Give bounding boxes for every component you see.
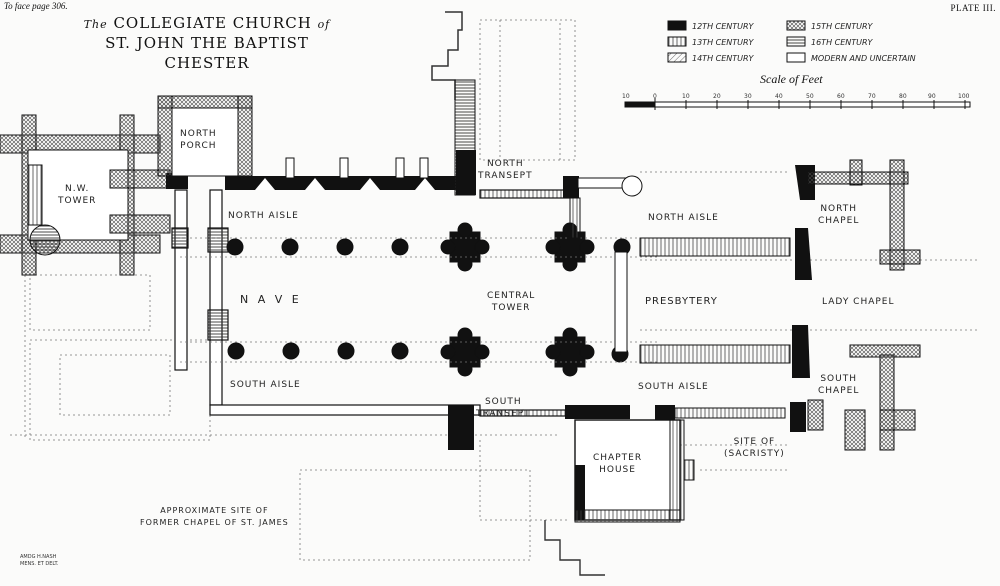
label-north-porch: NORTH PORCH <box>180 129 217 151</box>
scale-title: Scale of Feet <box>760 72 823 86</box>
label-presbytery: PRESBYTERY <box>645 296 718 307</box>
north-porch <box>157 95 253 177</box>
scale-tick: 20 <box>713 93 721 100</box>
chapter-house <box>544 419 695 576</box>
scale-tick: 10 <box>682 93 690 100</box>
crossing-walls <box>448 175 675 450</box>
north-stair-outline <box>431 11 463 100</box>
east-chapels <box>790 159 921 451</box>
legend-15th: 15TH CENTURY <box>811 22 873 31</box>
label-north-chapel: NORTH CHAPEL <box>818 204 860 226</box>
label-nw-tower: N.W. TOWER <box>58 184 97 206</box>
label-south-aisle-nave: SOUTH AISLE <box>230 380 301 390</box>
label-south-chapel: SOUTH CHAPEL <box>818 374 860 396</box>
nave-north-wall <box>225 79 476 196</box>
scale-tick: 70 <box>868 93 876 100</box>
scale-bar <box>624 98 971 110</box>
scale-tick: 50 <box>806 93 814 100</box>
scale-tick: 30 <box>744 93 752 100</box>
scale-tick: 40 <box>775 93 783 100</box>
legend-16th: 16TH CENTURY <box>811 38 873 47</box>
title-line2: ST. JOHN THE BAPTIST <box>105 34 309 52</box>
label-south-transept: SOUTH TRANSEPT <box>476 397 531 419</box>
title-prefix: The <box>83 18 108 31</box>
label-site-of-sacristy: SITE OF (SACRISTY) <box>724 437 785 459</box>
legend-12th: 12TH CENTURY <box>692 22 754 31</box>
label-north-aisle-choir: NORTH AISLE <box>648 213 719 223</box>
label-south-aisle-choir: SOUTH AISLE <box>638 382 709 392</box>
title-line3: CHESTER <box>164 54 250 72</box>
label-north-aisle-nave: NORTH AISLE <box>228 211 299 221</box>
scale-tick: 100 <box>958 93 970 100</box>
nave-piers <box>226 222 631 377</box>
scale-tick: 0 <box>653 93 657 100</box>
choir-walls <box>639 237 791 419</box>
legend-modern: MODERN AND UNCERTAIN <box>811 54 916 63</box>
plan-title: The COLLEGIATE CHURCH of ST. JOHN THE BA… <box>62 14 352 72</box>
plate-number: PLATE III. <box>950 3 996 13</box>
scale-tick: 80 <box>899 93 907 100</box>
nw-tower <box>0 114 188 276</box>
label-north-transept: NORTH TRANSEPT <box>478 159 533 181</box>
title-suffix: of <box>317 18 331 31</box>
draughtsman-credit: AMDG H.NASH MENS. ET DELT. <box>20 554 59 567</box>
page-reference: To face page 306. <box>4 1 68 11</box>
label-chapel-st-james: APPROXIMATE SITE OF FORMER CHAPEL OF ST.… <box>140 506 289 527</box>
label-chapter-house: CHAPTER HOUSE <box>593 453 643 475</box>
label-central-tower: CENTRAL TOWER <box>487 291 536 313</box>
legend-swatches <box>667 20 806 63</box>
scale-tick: 10 <box>622 93 630 100</box>
scale-tick: 60 <box>837 93 845 100</box>
title-line1: COLLEGIATE CHURCH <box>113 14 312 32</box>
nave-outer-walls <box>171 189 571 417</box>
legend-13th: 13TH CENTURY <box>692 38 754 47</box>
scale-tick: 90 <box>928 93 936 100</box>
legend-14th: 14TH CENTURY <box>692 54 754 63</box>
label-nave: N A V E <box>240 293 302 306</box>
label-lady-chapel: LADY CHAPEL <box>822 297 895 307</box>
